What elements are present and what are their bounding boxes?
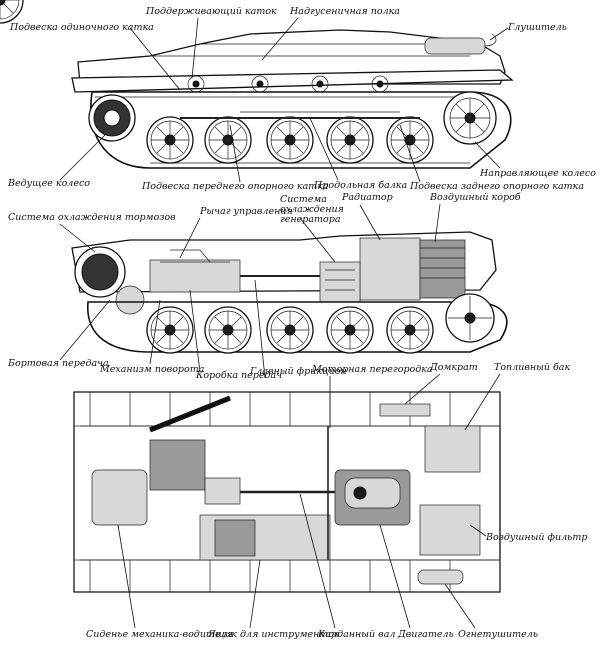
labels-side-section: Система охлаждения тормозов Рычаг управл… [7,192,521,428]
label-gearbox: Коробка передач [195,370,282,381]
label-return-roller: Поддерживающий каток [145,6,277,17]
label-main-clutch: Главный фрикцион [249,366,347,377]
road-wheels [0,0,434,164]
idler-wheel-shape [443,91,497,145]
label-idler-wheel: Направляющее колесо [479,168,596,179]
label-tool-box: Ящик для инструментов [207,629,340,640]
label-fender-shelf: Надгусеничная полка [289,6,400,17]
drive-wheel-shape [88,94,136,142]
label-driver-seat: Сиденье механика-водителя [86,629,233,640]
label-engine: Двигатель [397,629,454,640]
label-air-box: Воздушный короб [429,192,521,203]
label-fire-extinguisher: Огнетушитель [458,629,538,640]
side-exterior-view [0,0,514,169]
side-section-view [71,231,508,354]
label-single-wheel-suspension: Подвеска одиночного катка [9,22,154,33]
muffler-shape [424,37,486,55]
label-engine-bulkhead: Моторная перегородка [311,364,433,375]
labels-top-view: Домкрат Топливный бак Воздушный фильтр С… [86,362,587,640]
return-rollers [187,75,389,93]
label-control-lever: Рычаг управления [199,206,293,217]
label-cardan-shaft: Карданный вал [317,629,395,640]
label-steering-mechanism: Механизм поворота [99,364,205,375]
label-rear-road-wheel-suspension: Подвеска заднего опорного катка [409,181,584,192]
labels-side-exterior: Подвеска одиночного катка Поддерживающий… [7,6,596,192]
label-jack: Домкрат [429,362,478,373]
top-view [73,391,501,593]
label-muffler: Глушитель [507,22,567,33]
label-front-road-wheel-suspension: Подвеска переднего опорного катка [141,181,329,192]
label-longitudinal-beam: Продольная балка [313,180,407,191]
label-brake-cooling: Система охлаждения тормозов [8,212,176,223]
label-radiator: Радиатор [341,192,393,203]
label-fuel-tank: Топливный бак [494,362,570,373]
label-air-filter: Воздушный фильтр [485,532,587,543]
label-final-drive: Бортовая передача [7,358,109,369]
label-drive-wheel: Ведущее колесо [7,178,90,189]
